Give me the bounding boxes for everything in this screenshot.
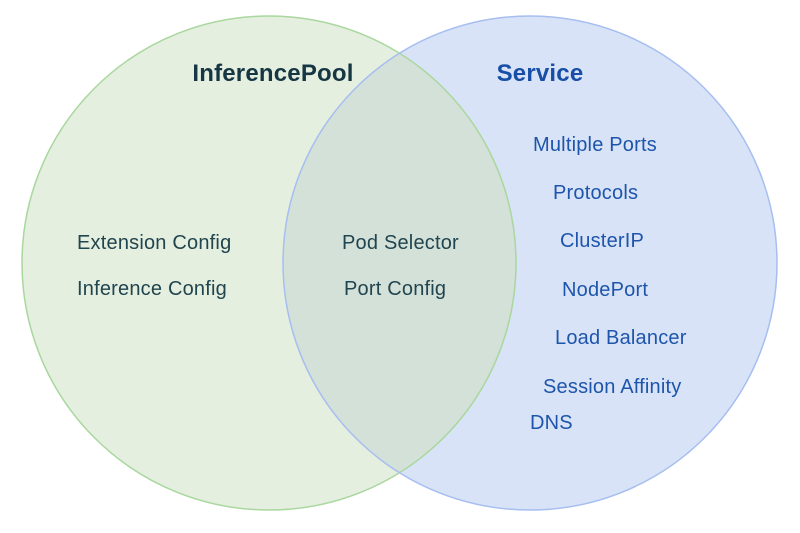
service-item-load-balancer: Load Balancer <box>555 327 687 349</box>
service-item-dns: DNS <box>530 412 573 434</box>
inferencepool-title: InferencePool <box>192 60 354 87</box>
inferencepool-item-extension-config: Extension Config <box>77 232 232 254</box>
service-item-nodeport: NodePort <box>562 279 649 301</box>
service-item-session-affinity: Session Affinity <box>543 376 682 398</box>
service-title: Service <box>496 60 584 87</box>
overlap-item-pod-selector: Pod Selector <box>342 232 459 254</box>
inferencepool-circle-border <box>21 15 517 511</box>
service-item-clusterip: ClusterIP <box>560 230 645 252</box>
service-item-multiple-ports: Multiple Ports <box>533 134 657 156</box>
inferencepool-item-inference-config: Inference Config <box>77 278 227 300</box>
overlap-item-port-config: Port Config <box>344 278 447 300</box>
service-circle-border <box>282 15 778 511</box>
service-item-protocols: Protocols <box>553 182 639 204</box>
overlap-region <box>283 16 516 510</box>
